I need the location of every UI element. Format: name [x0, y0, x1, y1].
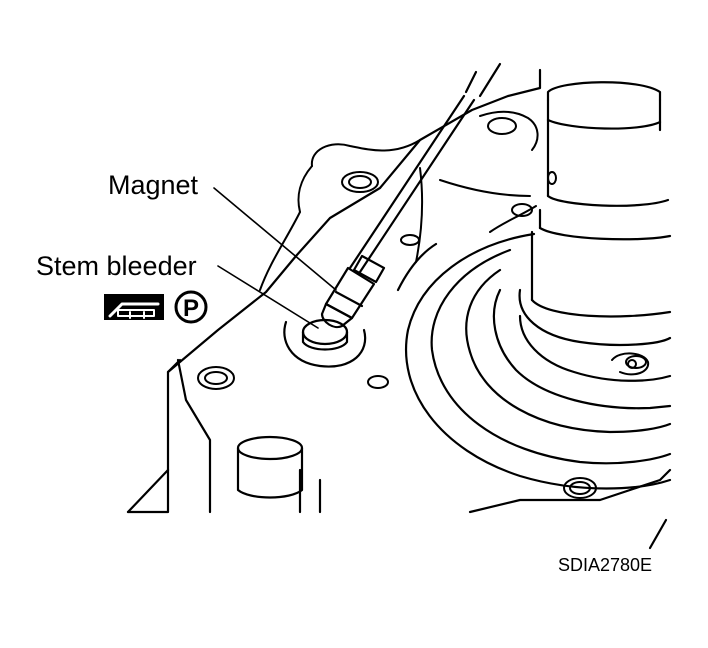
- transmission-case-outline: [126, 68, 672, 550]
- bolt-hole: [511, 203, 533, 217]
- snap-ring: [611, 352, 650, 376]
- bolt-holes: [197, 117, 647, 499]
- bolt-hole: [547, 171, 557, 185]
- bolt-hole: [348, 175, 372, 189]
- bolt-hole: [204, 371, 228, 385]
- magnet-leader-line: [213, 187, 337, 291]
- stem-bleeder-callout-label: Stem bleeder: [36, 251, 197, 281]
- bolt-hole: [487, 117, 517, 135]
- magnet-tool: [320, 62, 502, 329]
- bolt-hole: [400, 234, 420, 246]
- shaft-housing: [518, 81, 672, 347]
- case-boss: [236, 435, 304, 499]
- bolt-hole: [367, 375, 389, 389]
- bolt-hole: [197, 366, 235, 390]
- figure-code: SDIA2780E: [558, 555, 653, 575]
- parking-symbol-letter: P: [183, 295, 199, 322]
- parking-icon: P: [174, 290, 208, 324]
- tool-service-icon: [104, 294, 164, 320]
- bolt-hole: [341, 171, 379, 193]
- piston-rings: [396, 232, 672, 490]
- upper-flange: [259, 110, 539, 291]
- stem-bleeder-leader-line: [217, 265, 319, 329]
- leader-lines: [213, 187, 337, 329]
- magnet-callout-label: Magnet: [108, 170, 199, 200]
- stem-bleeder: [283, 318, 367, 368]
- bolt-hole: [625, 355, 647, 369]
